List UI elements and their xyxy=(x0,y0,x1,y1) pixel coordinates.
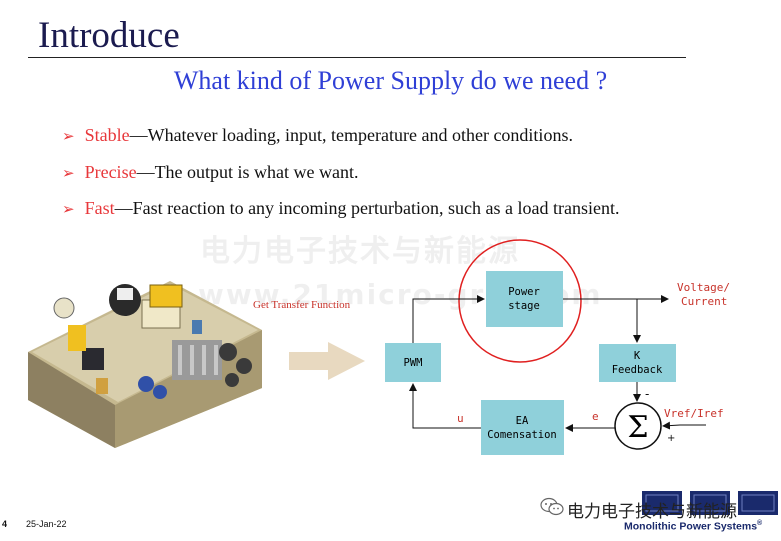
control-loop-diagram: Get Transfer Function Power stage PWM K … xyxy=(28,239,730,455)
feedback-label-1: K xyxy=(634,350,641,362)
ea-label-1: EA xyxy=(516,415,529,427)
company-name: Monolithic Power Systems® xyxy=(624,520,762,533)
summing-junction xyxy=(614,402,662,450)
bullet-keyword: Fast xyxy=(84,198,115,218)
slide-title: Introduce xyxy=(38,15,180,56)
power-stage-block xyxy=(486,271,563,327)
ea-compensation-block xyxy=(481,400,564,455)
plus-sign: + xyxy=(667,433,675,444)
arrow-bullet-icon: ➢ xyxy=(62,202,75,218)
bullet-fast: ➢ Fast—Fast reaction to any incoming pert… xyxy=(62,198,619,219)
bullet-text: —Whatever loading, input, temperature an… xyxy=(129,125,573,145)
output-label-2: Current xyxy=(681,295,727,308)
control-label: u xyxy=(457,412,464,425)
bullet-keyword: Precise xyxy=(84,162,137,182)
watermark-chinese: 电力电子技术与新能源 xyxy=(200,234,520,269)
bullet-text: —Fast reaction to any incoming perturbat… xyxy=(114,198,620,218)
slide-subtitle: What kind of Power Supply do we need ? xyxy=(173,66,608,95)
page-number: 4 xyxy=(2,519,8,529)
wechat-account-name: 电力电子技术与新能源 xyxy=(567,502,737,522)
transformer-icon xyxy=(149,284,183,308)
arrow-bullet-icon: ➢ xyxy=(62,166,75,182)
slide-date: 25-Jan-22 xyxy=(26,519,67,529)
output-label-1: Voltage/ xyxy=(677,281,730,294)
wechat-icon xyxy=(540,497,564,516)
company-name-text: Monolithic Power Systems xyxy=(624,520,758,533)
title-divider xyxy=(28,57,686,58)
get-transfer-function-label: Get Transfer Function xyxy=(253,299,351,311)
bullet-keyword: Stable xyxy=(84,125,130,145)
vref-label: Vref/Iref xyxy=(664,407,724,420)
arrow-bullet-icon: ➢ xyxy=(62,129,75,145)
power-supply-board-image xyxy=(28,281,262,448)
bullet-stable: ➢ Stable—Whatever loading, input, tempera… xyxy=(62,125,573,146)
bullet-precise: ➢ Precise—The output is what we want. xyxy=(62,162,359,183)
minus-sign: - xyxy=(645,387,649,401)
highlight-circle xyxy=(458,239,582,363)
pwm-label: PWM xyxy=(404,357,423,369)
error-label: e xyxy=(592,410,599,423)
pwm-block xyxy=(385,343,441,382)
power-stage-label-1: Power xyxy=(508,286,540,298)
power-stage-label-2: stage xyxy=(508,300,540,312)
sigma-symbol: Σ xyxy=(627,410,648,445)
transition-arrow-icon xyxy=(289,342,365,380)
bullet-text: —The output is what we want. xyxy=(136,162,359,182)
feedback-block xyxy=(599,344,676,382)
mps-logo xyxy=(642,491,778,515)
registered-mark: ® xyxy=(757,520,763,527)
ea-label-2: Comensation xyxy=(487,429,557,441)
feedback-label-2: Feedback xyxy=(612,364,663,376)
